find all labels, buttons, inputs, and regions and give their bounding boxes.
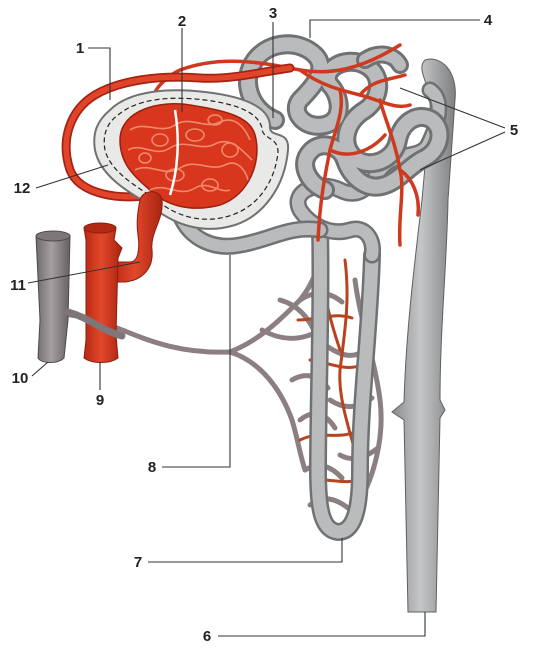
label-4: 4	[484, 12, 493, 29]
efferent-arteriole	[112, 192, 162, 282]
label-7: 7	[134, 554, 142, 571]
label-3: 3	[269, 5, 277, 22]
label-1: 1	[76, 40, 84, 57]
label-2: 2	[178, 13, 186, 30]
label-8: 8	[148, 459, 156, 476]
label-9: 9	[96, 392, 104, 409]
label-12: 12	[14, 180, 31, 197]
label-5: 5	[510, 122, 518, 139]
label-10: 10	[12, 370, 29, 387]
label-6: 6	[203, 628, 211, 645]
interlobular-artery	[84, 223, 122, 363]
label-11: 11	[10, 277, 26, 294]
